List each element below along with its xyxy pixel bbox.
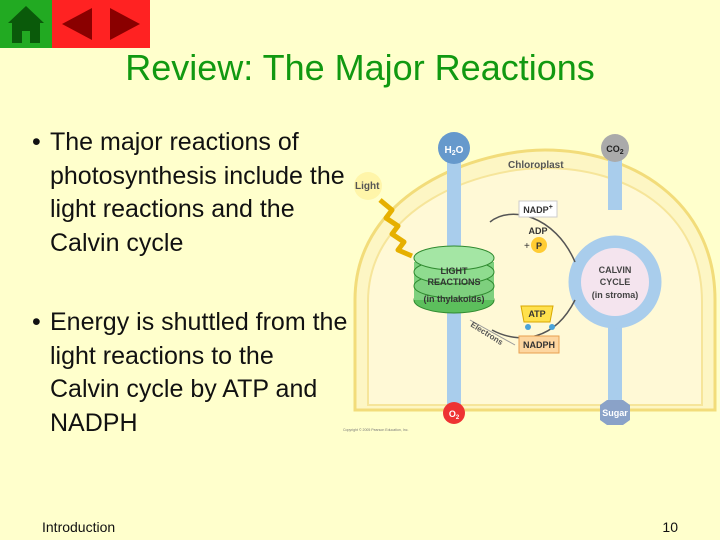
bullet-text: The major reactions of photosynthesis in… bbox=[50, 128, 345, 257]
footer-section-label: Introduction bbox=[42, 519, 116, 535]
electrons-label: Electrons bbox=[469, 320, 505, 347]
slide-title: Review: The Major Reactions bbox=[125, 47, 595, 88]
nadp-return-arrow bbox=[489, 213, 576, 263]
adp-label: ADP bbox=[528, 226, 547, 236]
triangle-left-icon bbox=[62, 8, 92, 40]
phosphate-label: P bbox=[536, 241, 542, 251]
atp-label: ATP bbox=[528, 309, 545, 319]
bullet-marker: • bbox=[32, 128, 41, 156]
water-label: H2O bbox=[445, 145, 464, 157]
carbon-dioxide-pipe bbox=[608, 160, 622, 210]
sugar-label: Sugar bbox=[602, 408, 628, 418]
home-button[interactable] bbox=[0, 0, 52, 48]
previous-slide-button[interactable] bbox=[52, 0, 101, 48]
chloroplast-inner-membrane bbox=[367, 166, 703, 406]
calvin-cycle-label: CYCLE bbox=[600, 277, 631, 287]
bullet-text: Energy is shuttled from the light reacti… bbox=[50, 308, 348, 437]
copyright-text: Copyright © 2005 Pearson Education, Inc. bbox=[343, 428, 408, 432]
nadp-label: NADP+ bbox=[523, 204, 553, 215]
sun-icon bbox=[354, 172, 382, 200]
electrons-arrow bbox=[469, 319, 516, 346]
navigation-bar bbox=[0, 0, 150, 48]
carbon-dioxide-label: CO2 bbox=[606, 144, 624, 156]
stroma-label: (in stroma) bbox=[592, 290, 639, 300]
bullet-point: • The major reactions of photosynthesis … bbox=[32, 126, 350, 260]
light-label: Light bbox=[355, 181, 380, 192]
house-icon bbox=[8, 6, 44, 43]
triangle-right-icon bbox=[110, 8, 140, 40]
bullet-marker: • bbox=[32, 308, 41, 336]
chloroplast-label: Chloroplast bbox=[508, 160, 564, 171]
thylakoids-label: (in thylakoids) bbox=[423, 294, 484, 304]
nadph-label: NADPH bbox=[523, 340, 555, 350]
bullet-point: • Energy is shuttled from the light reac… bbox=[32, 306, 350, 440]
calvin-cycle-label: CALVIN bbox=[599, 265, 632, 275]
atp-transfer-arrow bbox=[491, 299, 576, 339]
slide-number: 10 bbox=[662, 519, 678, 535]
thylakoid-stack bbox=[413, 245, 495, 271]
light-wave bbox=[378, 198, 413, 259]
calvin-cycle-circle bbox=[568, 235, 662, 329]
sugar-pipe bbox=[608, 320, 622, 405]
chloroplast-outer-membrane bbox=[353, 148, 717, 412]
next-slide-button[interactable] bbox=[101, 0, 150, 48]
water-pipe bbox=[447, 160, 461, 405]
oxygen-label: O2 bbox=[449, 409, 460, 421]
light-reactions-label: LIGHT bbox=[441, 266, 468, 276]
plus-label: + bbox=[524, 241, 530, 252]
light-reactions-label: REACTIONS bbox=[427, 277, 480, 287]
